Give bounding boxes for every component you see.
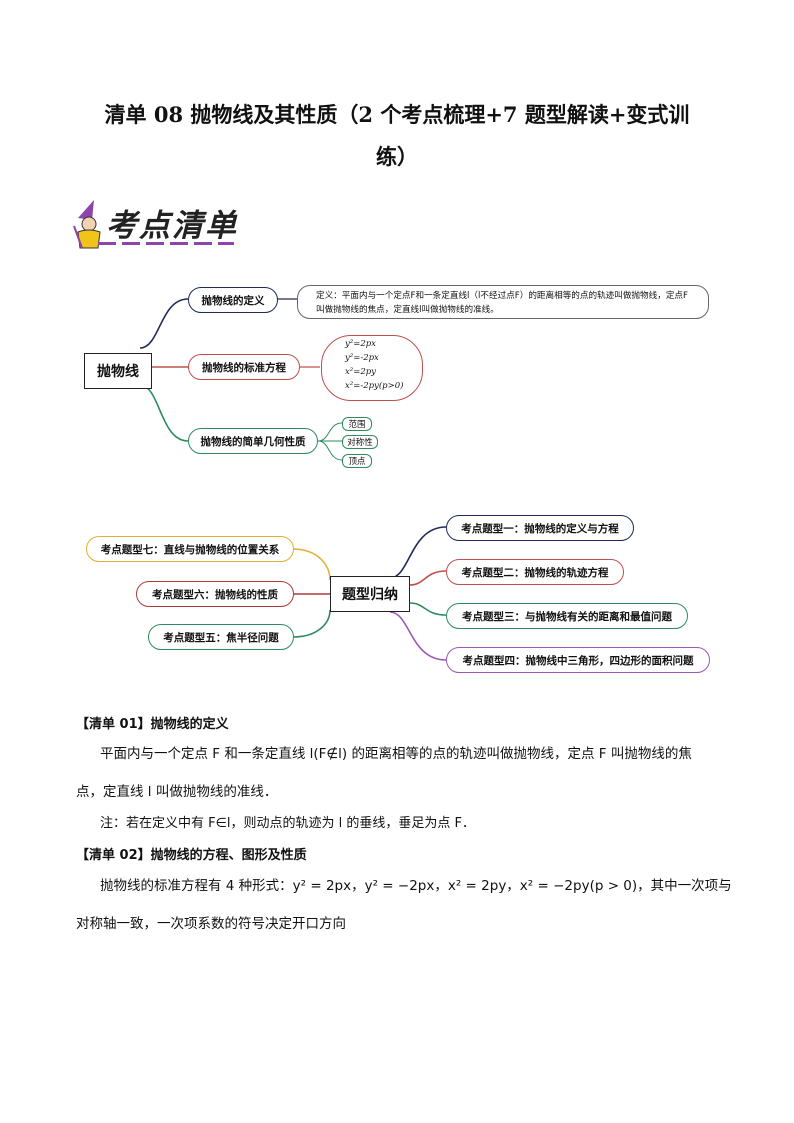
equation-4: x²=-2py(p>0) [345, 381, 403, 391]
logo-text: 考点清单 [106, 200, 238, 245]
property-range: 范围 [342, 417, 372, 431]
type-four: 考点题型四：抛物线中三角形，四边形的面积问题 [446, 647, 710, 673]
type-two: 考点题型二：抛物线的轨迹方程 [446, 559, 624, 585]
section1-heading: 【清单 01】抛物线的定义 [76, 713, 229, 732]
equation-3: x²=2py [345, 367, 376, 377]
equation-2: y²=-2px [345, 353, 379, 363]
section1-para-line2: 点，定直线 l 叫做抛物线的准线． [76, 776, 277, 808]
equation-1: y²=2px [345, 339, 376, 349]
property-vertex: 顶点 [342, 454, 372, 468]
logo-underline [98, 242, 234, 245]
map1-center: 抛物线 [84, 353, 152, 389]
section2-para-line1: 抛物线的标准方程有 4 种形式：y² = 2px，y² = −2px，x² = … [100, 870, 732, 902]
property-symmetry: 对称性 [342, 435, 378, 449]
type-five: 考点题型五：焦半径问题 [148, 624, 294, 650]
section1-para-line1: 平面内与一个定点 F 和一条定直线 l(F∉l) 的距离相等的点的轨迹叫做抛物线… [100, 738, 692, 770]
page-title-line2: 练） [0, 136, 794, 178]
map2-center: 题型归纳 [330, 576, 410, 612]
branch-geometry: 抛物线的简单几何性质 [188, 428, 318, 454]
type-three: 考点题型三：与抛物线有关的距离和最值问题 [446, 603, 688, 629]
equations-box: y²=2px y²=-2px x²=2py x²=-2py(p>0) [321, 335, 423, 401]
section2-para-line2: 对称轴一致，一次项系数的符号决定开口方向 [76, 908, 346, 940]
section-logo: 考点清单 [72, 196, 242, 254]
branch-definition: 抛物线的定义 [188, 287, 278, 313]
type-seven: 考点题型七：直线与抛物线的位置关系 [86, 536, 294, 562]
section1-note: 注：若在定义中有 F∈l，则动点的轨迹为 l 的垂线，垂足为点 F． [100, 808, 475, 840]
page-title-line1: 清单 08 抛物线及其性质（2 个考点梳理+7 题型解读+变式训 [0, 94, 794, 136]
definition-box: 定义：平面内与一个定点F和一条定直线l（l不经过点F）的距离相等的点的轨迹叫做抛… [297, 285, 709, 319]
type-one: 考点题型一：抛物线的定义与方程 [446, 515, 634, 541]
section2-heading: 【清单 02】抛物线的方程、图形及性质 [76, 844, 307, 863]
type-six: 考点题型六：抛物线的性质 [136, 581, 294, 607]
branch-standard-equation: 抛物线的标准方程 [188, 354, 300, 380]
